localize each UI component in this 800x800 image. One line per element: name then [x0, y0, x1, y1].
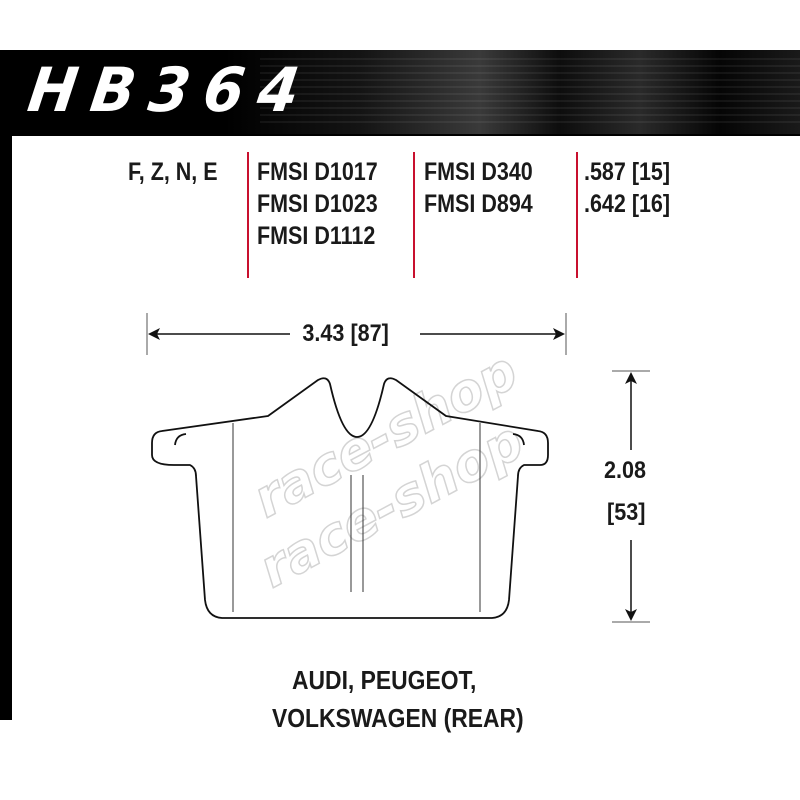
column-divider-2 — [413, 152, 415, 278]
fmsi-code: FMSI D1112 — [257, 222, 376, 250]
height-dimension-line — [612, 370, 650, 623]
thickness-values: .587 [15] .642 [16] — [584, 156, 670, 220]
width-dimension-label: 3.43 [87] — [297, 319, 395, 349]
header-stripes — [260, 58, 800, 128]
header-band — [0, 50, 800, 134]
height-dimension-value: 2.08 — [604, 456, 647, 486]
application-line-2: VOLKSWAGEN (REAR) — [272, 703, 524, 733]
application-line-1: AUDI, PEUGEOT, — [292, 665, 477, 695]
friction-material-lines — [232, 423, 481, 612]
width-dimension-line — [146, 313, 567, 355]
column-divider-3 — [576, 152, 578, 278]
compound-codes: F, Z, N, E — [128, 158, 218, 186]
brake-pad-outline — [151, 377, 549, 619]
height-dimension-metric: [53] — [607, 498, 646, 528]
fmsi-code: FMSI D1017 — [257, 158, 378, 186]
fmsi-code: FMSI D340 — [424, 158, 533, 186]
fmsi-group-1: FMSI D1017 FMSI D1023 FMSI D1112 — [257, 156, 378, 252]
thickness-value: .642 [16] — [584, 190, 671, 218]
header-bottom-rule — [12, 134, 800, 136]
fmsi-code: FMSI D894 — [424, 190, 533, 218]
left-border — [0, 120, 12, 720]
fmsi-group-2: FMSI D340 FMSI D894 — [424, 156, 533, 220]
column-divider-1 — [247, 152, 249, 278]
thickness-value: .587 [15] — [584, 158, 671, 186]
fmsi-code: FMSI D1023 — [257, 190, 378, 218]
